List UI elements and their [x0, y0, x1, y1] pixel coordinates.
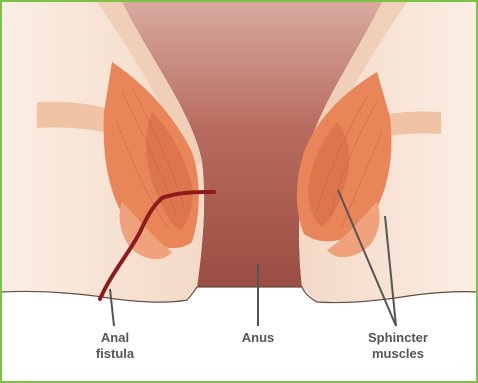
label-sphincter-muscles: Sphincter muscles [356, 330, 440, 362]
label-anal-fistula: Anal fistula [80, 330, 150, 362]
label-anus: Anus [228, 330, 288, 346]
label-fistula-line2: fistula [80, 346, 150, 362]
label-muscles-line2: muscles [356, 346, 440, 362]
label-anus-text: Anus [228, 330, 288, 346]
label-fistula-line1: Anal [80, 330, 150, 346]
label-muscles-line1: Sphincter [356, 330, 440, 346]
